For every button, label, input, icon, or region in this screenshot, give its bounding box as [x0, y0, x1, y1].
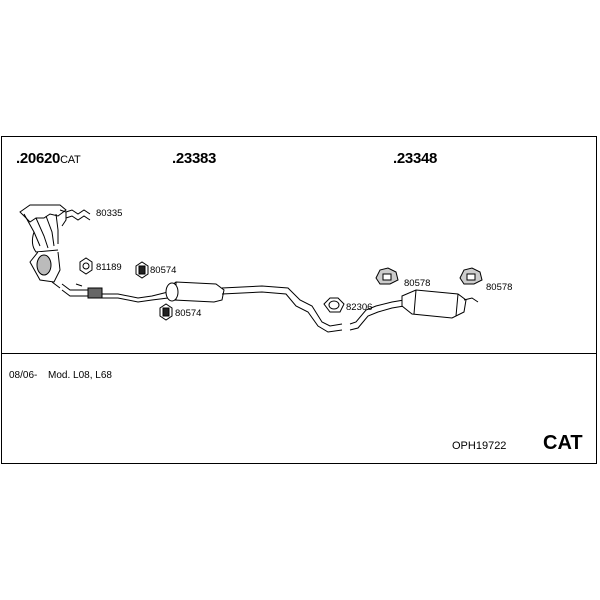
part-number-middle-silencer: .23383: [172, 150, 216, 167]
model-list: Mod. L08, L68: [48, 370, 112, 381]
part-number-rear-silencer: .23348: [393, 150, 437, 167]
date-range: 08/06-: [9, 370, 38, 381]
fitting-label-80574-lower: 80574: [175, 308, 202, 319]
part-number-manifold-value: .20620: [16, 150, 61, 167]
intermediate-pipe: [221, 285, 343, 333]
gasket-80335: [65, 209, 91, 221]
rubber-mount-80578-right: [459, 267, 483, 285]
rear-pipe: [349, 299, 405, 331]
part-number-manifold-cat: .20620CAT: [16, 150, 81, 167]
system-code: OPH19722: [452, 440, 507, 452]
ring-81189: [79, 257, 93, 275]
fitting-label-80574-upper: 80574: [150, 265, 177, 276]
middle-silencer: [165, 281, 225, 303]
fitting-label-80578-left: 80578: [404, 278, 431, 289]
rubber-mount-80578-left: [375, 267, 399, 285]
clamp-80574-upper: [135, 261, 149, 279]
fitting-label-82306: 82306: [346, 302, 373, 313]
part-number-manifold-suffix: CAT: [60, 154, 81, 166]
section-divider: [1, 353, 597, 354]
rear-silencer: [401, 289, 479, 319]
clamp-82306: [323, 297, 345, 313]
fitting-label-80578-right: 80578: [486, 282, 513, 293]
clamp-80574-lower: [159, 303, 173, 321]
fitting-label-80335: 80335: [96, 208, 123, 219]
front-pipe: [61, 283, 169, 303]
exhaust-manifold-catalyst: [19, 204, 67, 289]
part-number-rear-value: .23348: [393, 150, 438, 167]
part-number-middle-value: .23383: [172, 150, 217, 167]
cat-label: CAT: [543, 432, 583, 454]
diagram-frame: [1, 136, 597, 464]
fitting-label-81189: 81189: [96, 262, 122, 273]
